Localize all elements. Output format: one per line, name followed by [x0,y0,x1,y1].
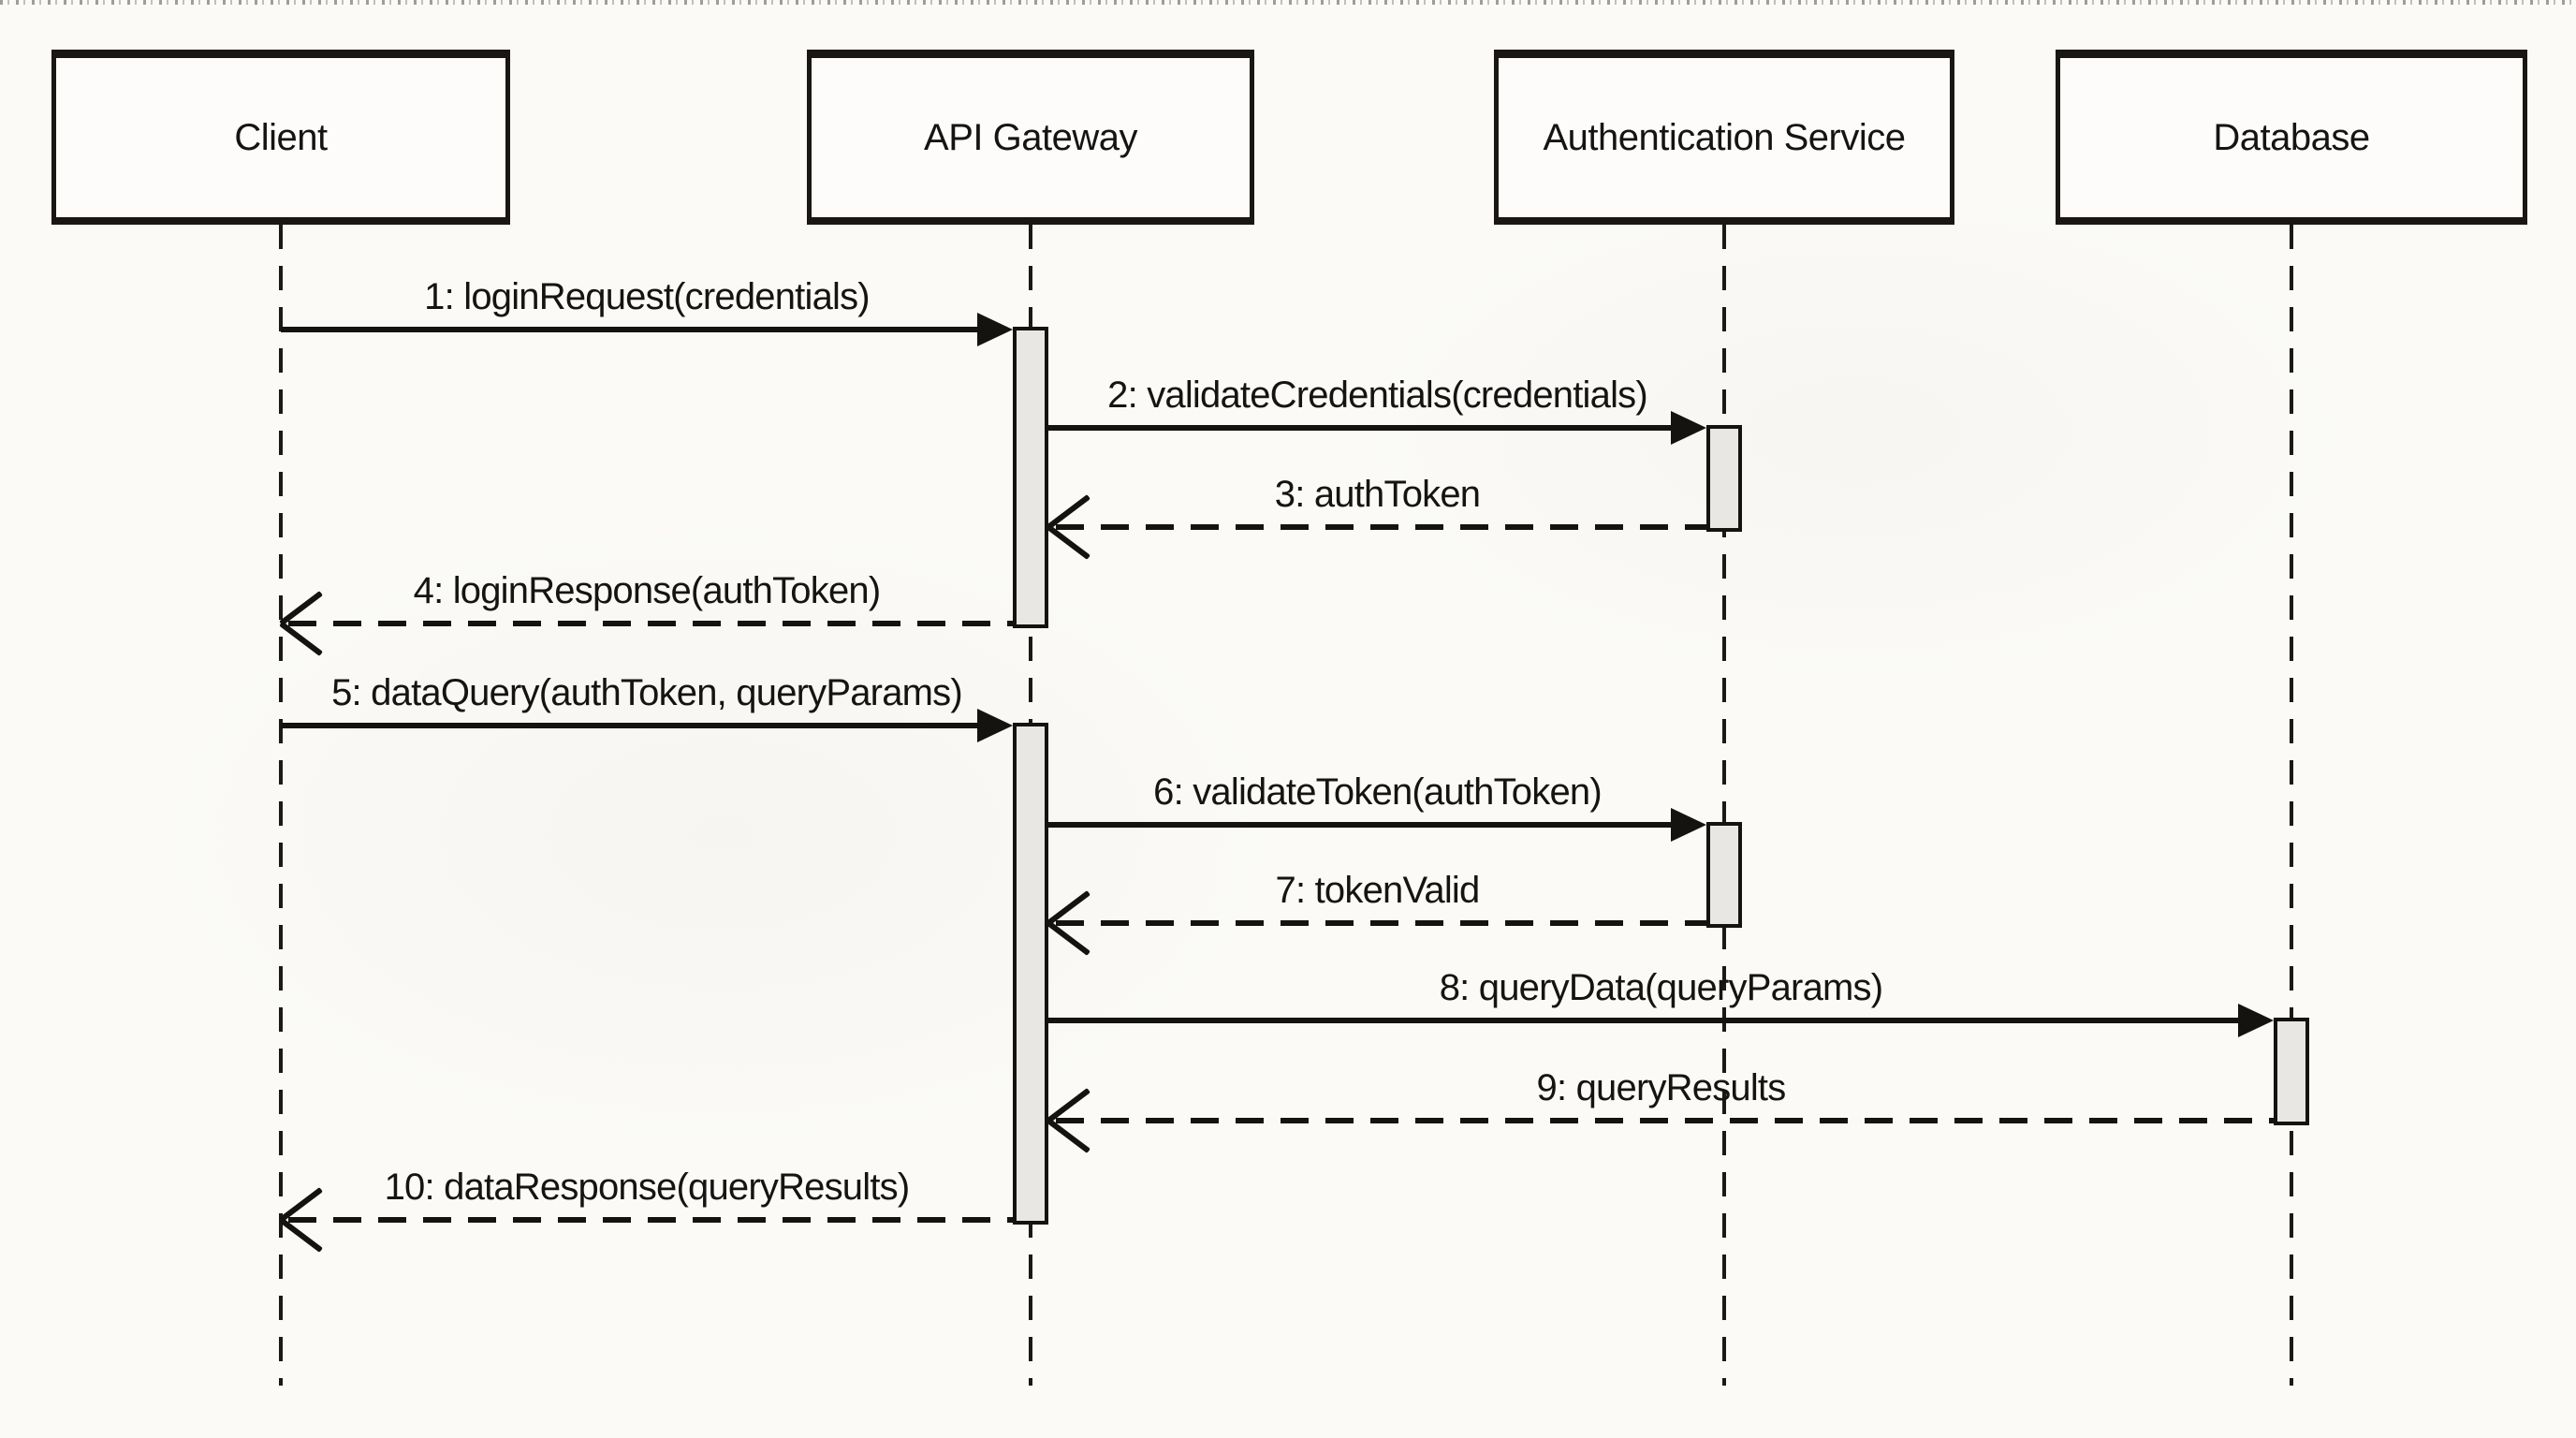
message-label-5: 5: dataQuery(authToken, queryParams) [331,672,963,713]
message-label-1: 1: loginRequest(credentials) [424,276,870,317]
participant-label-database: Database [2213,116,2370,158]
message-line-8 [1048,1018,2244,1023]
activation-bar-api-gateway-0 [1013,327,1048,628]
message-arrowhead-1 [977,313,1013,346]
message-line-4 [288,621,1013,626]
participant-label-auth-service: Authentication Service [1543,116,1906,158]
lifeline-auth-service [1722,225,1726,1386]
message-arrowhead-9-lower [1046,1118,1090,1153]
lifeline-client [279,225,283,1386]
participant-box-auth-service: Authentication Service [1494,50,1954,225]
activation-bar-database-4 [2274,1018,2309,1125]
message-label-6: 6: validateToken(authToken) [1153,771,1603,813]
message-arrowhead-3-lower [1046,524,1090,560]
message-arrowhead-7-lower [1046,920,1090,956]
message-label-4: 4: loginResponse(authToken) [413,570,882,611]
message-label-8: 8: queryData(queryParams) [1439,967,1883,1008]
activation-bar-auth-service-3 [1706,822,1742,928]
message-arrowhead-5 [977,709,1013,742]
message-line-5 [281,723,983,728]
message-label-10: 10: dataResponse(queryResults) [384,1167,911,1208]
message-arrowhead-4-lower [279,621,323,656]
message-line-9 [1056,1118,2274,1123]
activation-bar-auth-service-1 [1706,425,1742,532]
message-line-10 [288,1217,1013,1223]
message-line-1 [281,327,983,332]
lifeline-database [2290,225,2293,1386]
message-line-3 [1056,524,1706,530]
participant-label-api-gateway: API Gateway [924,116,1137,158]
message-line-6 [1048,822,1676,828]
message-arrowhead-6 [1671,808,1706,842]
participant-label-client: Client [234,116,328,158]
message-line-7 [1056,920,1706,926]
message-line-2 [1048,425,1676,431]
message-arrowhead-8 [2238,1004,2274,1037]
participant-box-api-gateway: API Gateway [807,50,1254,225]
scan-artifact-strip [0,0,2576,5]
message-label-7: 7: tokenValid [1275,870,1481,911]
participant-box-client: Client [51,50,510,225]
activation-bar-api-gateway-2 [1013,723,1048,1225]
message-arrowhead-2 [1671,411,1706,445]
message-label-9: 9: queryResults [1536,1067,1787,1108]
message-label-2: 2: validateCredentials(credentials) [1107,374,1648,416]
message-arrowhead-10-lower [279,1217,323,1253]
participant-box-database: Database [2056,50,2527,225]
message-label-3: 3: authToken [1274,474,1481,515]
